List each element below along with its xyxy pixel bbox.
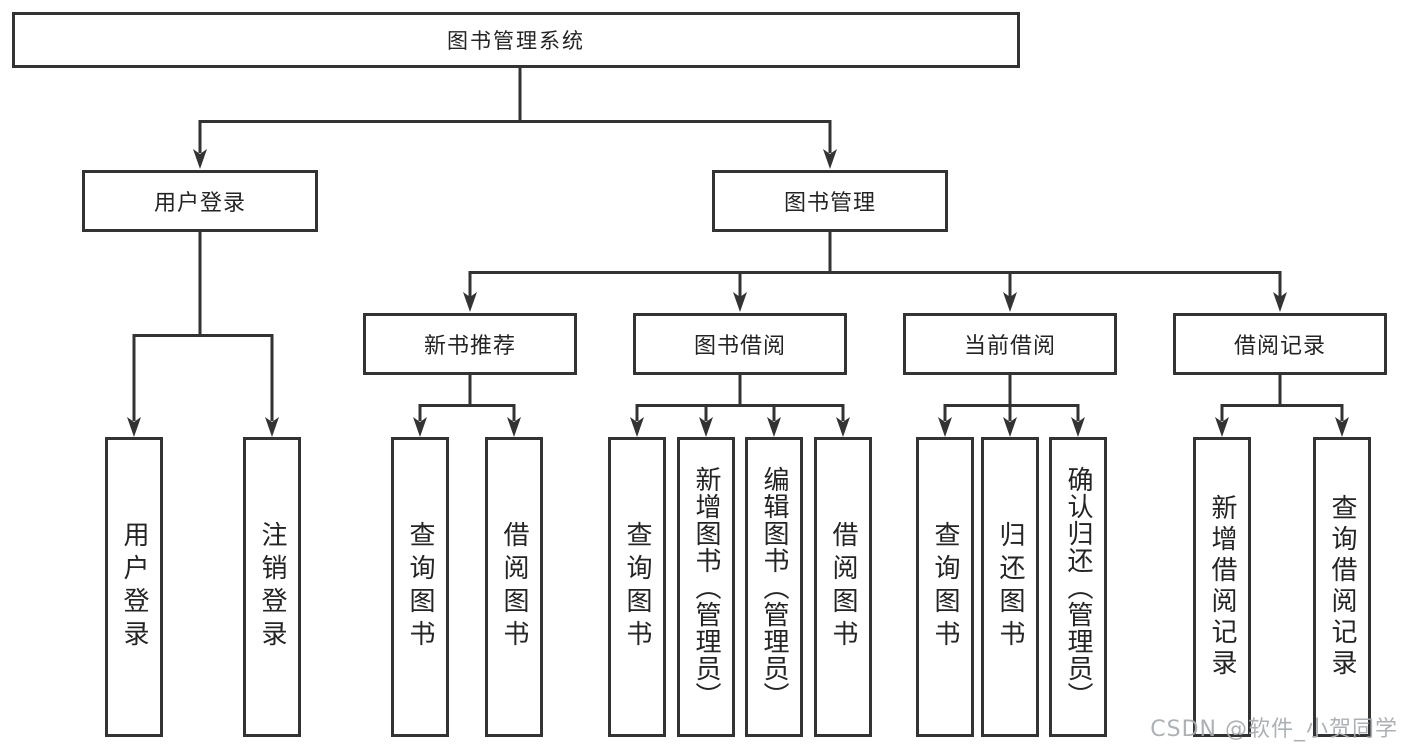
node-book-borrowing: 图书借阅 xyxy=(633,313,847,375)
node-label: 查询图书 xyxy=(930,521,960,653)
node-new-book-recommend: 新书推荐 xyxy=(363,313,577,375)
node-leaf-query-borrow-record: 查询借阅记录 xyxy=(1313,437,1371,737)
node-current-borrowing: 当前借阅 xyxy=(903,313,1117,375)
node-leaf-borrow-books-2: 借阅图书 xyxy=(814,437,872,737)
node-leaf-borrow-books-1: 借阅图书 xyxy=(485,437,543,737)
node-leaf-add-borrow-record: 新增借阅记录 xyxy=(1193,437,1251,737)
node-label: 查询图书 xyxy=(405,521,435,653)
node-user-login: 用户登录 xyxy=(82,170,318,232)
node-label: 当前借阅 xyxy=(963,334,1056,359)
csdn-watermark: CSDN @软件_小贺同学 xyxy=(1150,717,1398,742)
node-label: 借阅图书 xyxy=(828,521,858,653)
node-label: 注销登录 xyxy=(257,521,287,653)
node-label: 归还图书 xyxy=(995,521,1025,653)
node-library-system: 图书管理系统 xyxy=(12,12,1020,68)
node-leaf-return-books: 归还图书 xyxy=(981,437,1039,737)
node-label: 新增图书（管理员） xyxy=(691,465,721,709)
node-leaf-confirm-return-admin: 确认归还（管理员） xyxy=(1049,437,1107,737)
node-leaf-query-books-1: 查询图书 xyxy=(391,437,449,737)
node-leaf-add-books-admin: 新增图书（管理员） xyxy=(677,437,735,737)
node-leaf-query-books-3: 查询图书 xyxy=(916,437,974,737)
node-label: 图书借阅 xyxy=(693,334,786,359)
node-label: 查询图书 xyxy=(622,521,652,653)
node-label: 图书管理系统 xyxy=(447,29,585,53)
node-label: 查询借阅记录 xyxy=(1327,494,1357,680)
node-label: 新增借阅记录 xyxy=(1207,494,1237,680)
node-borrow-records: 借阅记录 xyxy=(1173,313,1387,375)
node-label: 用户登录 xyxy=(119,521,149,653)
node-book-management: 图书管理 xyxy=(712,170,948,232)
node-label: 新书推荐 xyxy=(423,334,516,359)
node-label: 图书管理 xyxy=(783,191,876,216)
node-leaf-edit-books-admin: 编辑图书（管理员） xyxy=(745,437,803,737)
node-leaf-query-books-2: 查询图书 xyxy=(608,437,666,737)
node-leaf-logout: 注销登录 xyxy=(243,437,301,737)
node-leaf-user-login: 用户登录 xyxy=(105,437,163,737)
node-label: 借阅图书 xyxy=(499,521,529,653)
node-label: 确认归还（管理员） xyxy=(1063,465,1093,709)
node-label: 用户登录 xyxy=(153,191,246,216)
node-label: 编辑图书（管理员） xyxy=(759,465,789,709)
node-label: 借阅记录 xyxy=(1233,334,1326,359)
